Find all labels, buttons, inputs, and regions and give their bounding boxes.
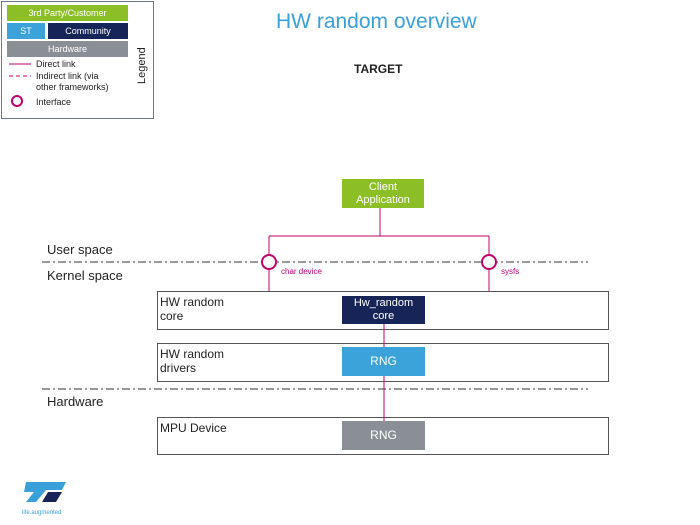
kernel-space-label: Kernel space [47, 268, 123, 283]
legend: 3rd Party/Customer ST Community Hardware… [1, 1, 154, 119]
rng-driver-block: RNG [342, 347, 425, 376]
sysfs-interface-icon [481, 254, 497, 270]
hardware-label: Hardware [47, 394, 104, 409]
char-device-label: char device [281, 267, 322, 276]
legend-hardware-swatch: Hardware [7, 41, 128, 57]
char-device-interface-icon [261, 254, 277, 270]
legend-st-swatch: ST [7, 23, 45, 39]
rng-hardware-block: RNG [342, 421, 425, 450]
mpu-device-layer-label: MPU Device [160, 421, 227, 435]
legend-link-samples [9, 63, 31, 107]
hw-random-core-block: Hw_random core [342, 296, 425, 324]
st-logo: life.augmented [22, 480, 72, 516]
client-application-block: Client Application [342, 179, 424, 208]
legend-indirect-link-label: Indirect link (via other frameworks) [36, 71, 109, 92]
legend-community-swatch: Community [48, 23, 128, 39]
page-subtitle: TARGET [354, 62, 403, 76]
legend-third-party-swatch: 3rd Party/Customer [7, 5, 128, 21]
legend-direct-link-label: Direct link [36, 59, 76, 69]
legend-interface-icon [11, 95, 23, 107]
sysfs-label: sysfs [501, 267, 520, 276]
page-title: HW random overview [276, 10, 477, 33]
st-logo-icon [24, 482, 66, 502]
hw-random-drivers-layer-label: HW random drivers [160, 347, 225, 375]
legend-interface-label: Interface [36, 97, 72, 107]
user-space-label: User space [47, 242, 113, 257]
st-logo-tagline: life.augmented [22, 510, 62, 516]
hw-random-core-layer-label: HW random core [160, 295, 225, 323]
